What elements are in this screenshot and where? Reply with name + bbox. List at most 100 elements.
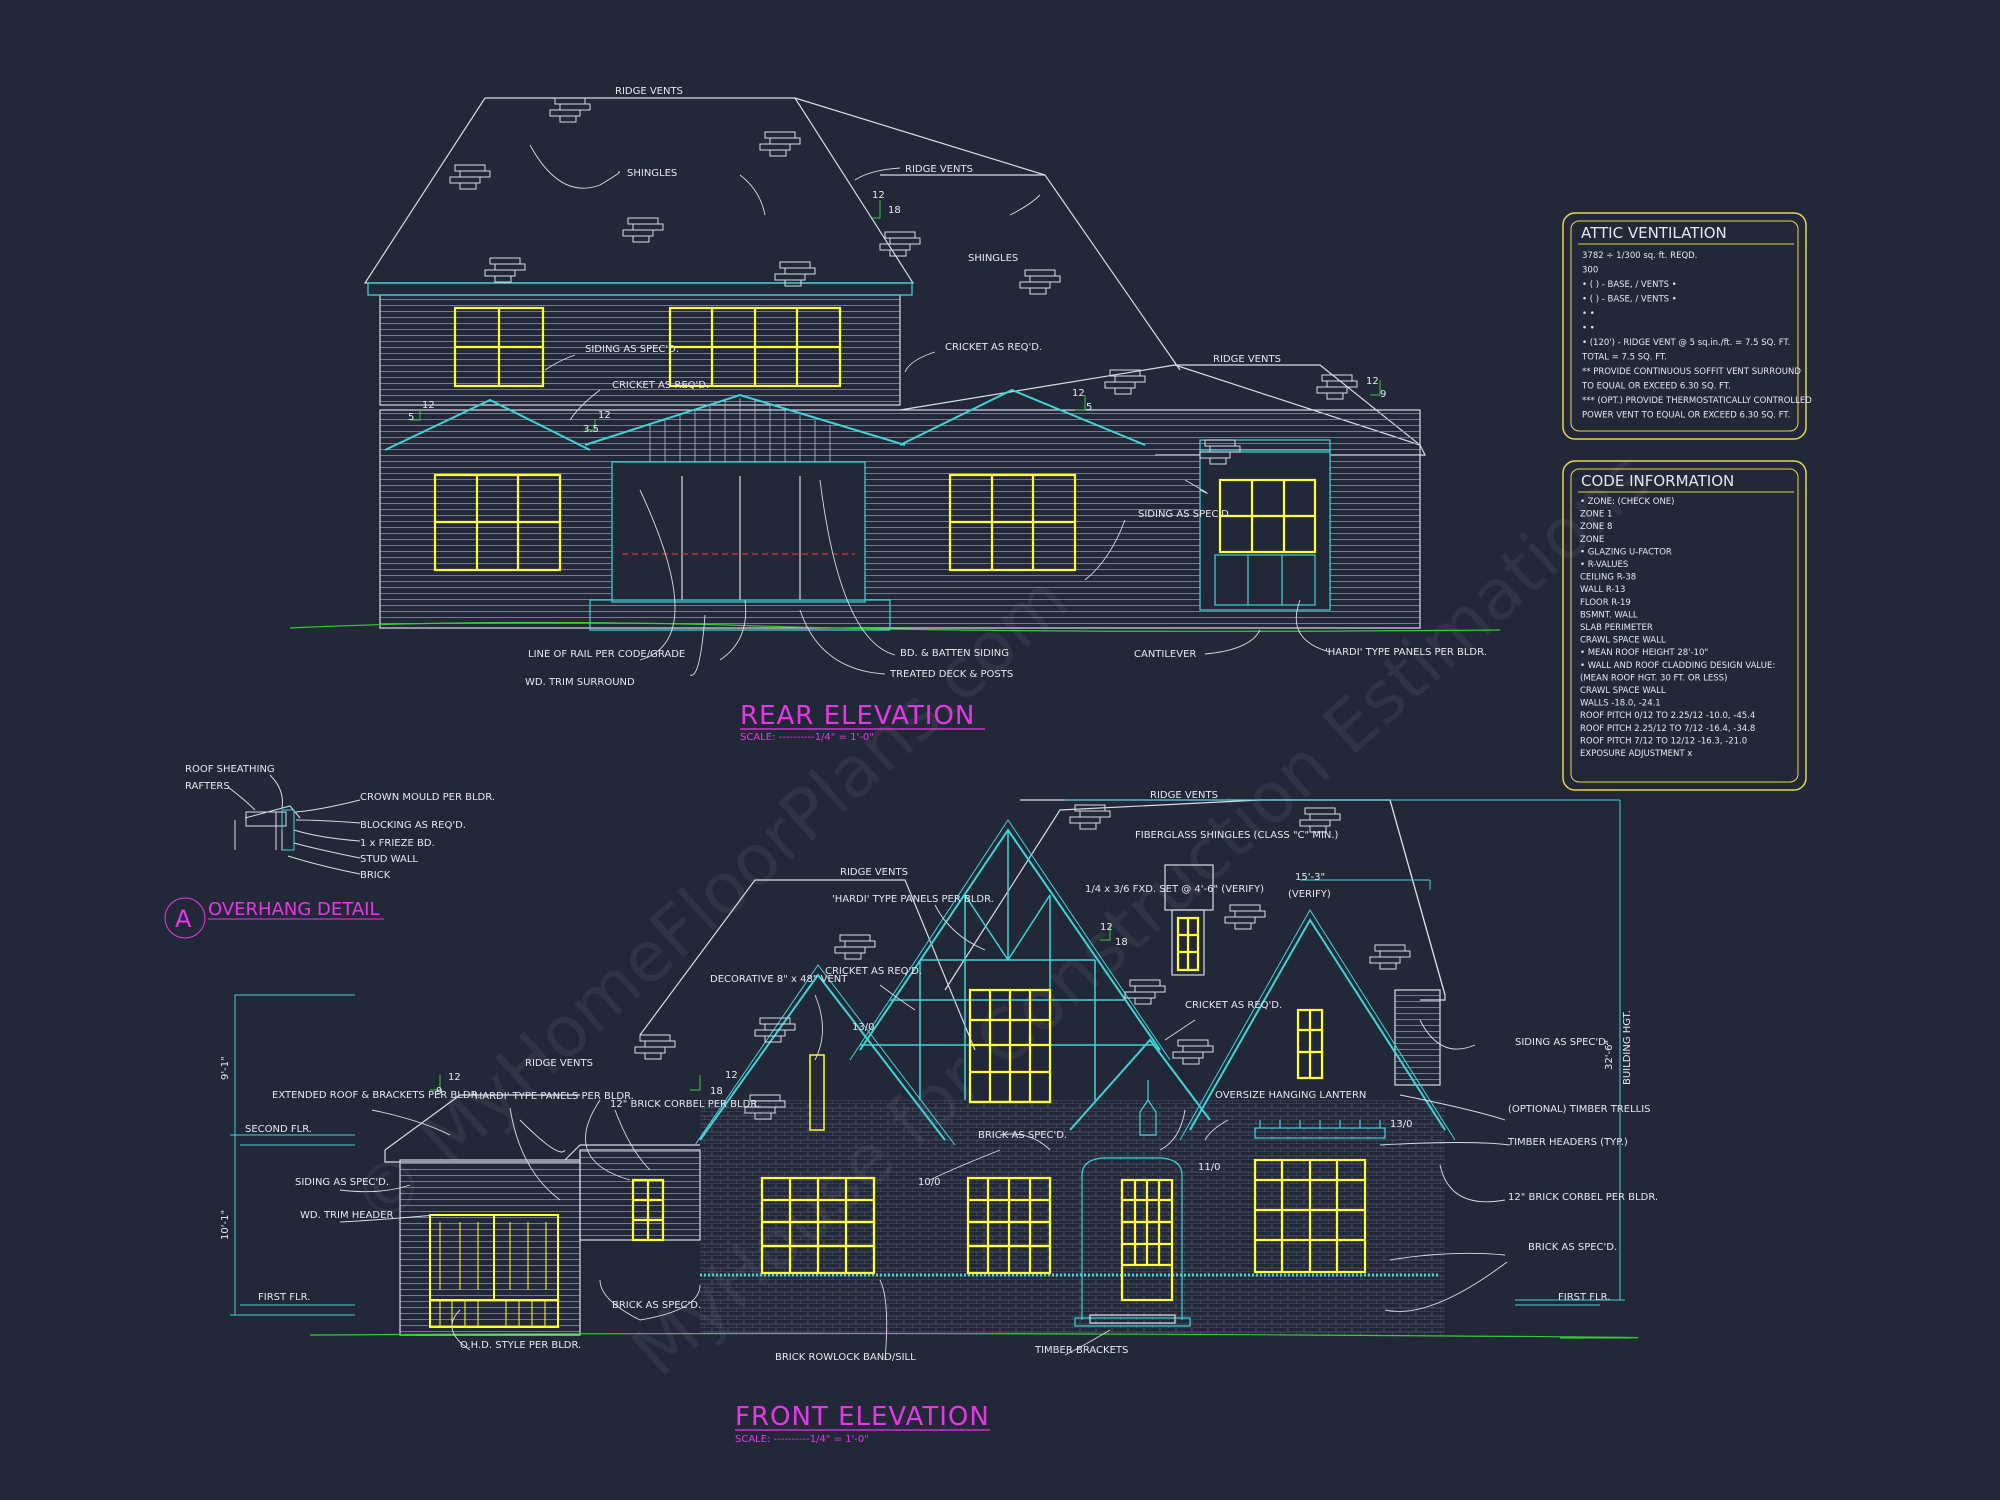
attic-ventilation-line: ** PROVIDE CONTINUOUS SOFFIT VENT SURROU… — [1582, 367, 1801, 377]
rear-pitch-7: 12 — [1072, 388, 1085, 399]
front-trellis: (OPTIONAL) TIMBER TRELLIS — [1508, 1104, 1651, 1115]
front-corbel-1: 12" BRICK CORBEL PER BLDR. — [610, 1099, 760, 1110]
front-fiberglass: FIBERGLASS SHINGLES (CLASS "C" MIN.) — [1135, 830, 1339, 841]
front-ridge-vents-1: RIDGE VENTS — [1150, 790, 1218, 801]
rear-pitch-5: 12 — [598, 410, 611, 421]
front-elevation-drawing — [230, 799, 1639, 1339]
rear-treated-deck: TREATED DECK & POSTS — [889, 669, 1013, 680]
overhang-detail-drawing — [164, 774, 361, 939]
attic-ventilation-line: 3782 ÷ 1/300 sq. ft. REQD. — [1582, 251, 1697, 261]
attic-ventilation-line: • • — [1582, 324, 1595, 334]
front-dim-upper: 9'-1" — [220, 1056, 231, 1080]
front-brick-2: BRICK AS SPEC'D. — [1528, 1242, 1617, 1253]
code-information-line: FLOOR R-19 — [1580, 598, 1631, 608]
overhang-label-rafters: RAFTERS — [185, 781, 230, 792]
code-information-line: • GLAZING U-FACTOR — [1580, 547, 1672, 557]
front-labels: RIDGE VENTS RIDGE VENTS RIDGE VENTS FIBE… — [220, 790, 1658, 1363]
attic-ventilation-lines: 3782 ÷ 1/300 sq. ft. REQD.300• ( ) - BAS… — [1581, 251, 1812, 421]
front-windows — [631, 916, 1367, 1302]
front-cricket-2: CRICKET AS REQ'D. — [1185, 1000, 1282, 1011]
rear-bd-batten: BD. & BATTEN SIDING — [900, 648, 1009, 659]
front-ratio-2: 13/0 — [852, 1022, 874, 1033]
attic-ventilation-line: TOTAL = 7.5 SQ. FT. — [1581, 353, 1667, 363]
code-information-line: WALL R-13 — [1580, 585, 1625, 595]
front-ratio-1: 10/0 — [918, 1177, 940, 1188]
rear-ridge-vents-3: RIDGE VENTS — [1213, 354, 1281, 365]
code-information-line: CRAWL SPACE WALL — [1580, 636, 1666, 646]
code-information-line: WALLS -18.0, -24.1 — [1580, 699, 1661, 709]
overhang-label-blocking: BLOCKING AS REQ'D. — [360, 820, 466, 831]
code-information-line: SLAB PERIMETER — [1580, 623, 1653, 633]
rear-pitch-tags — [410, 200, 1381, 431]
front-title-block: FRONT ELEVATION SCALE: ----------1/4" = … — [735, 1402, 990, 1445]
front-wd-trim: WD. TRIM HEADER — [300, 1210, 393, 1221]
attic-ventilation-line: • ( ) - BASE, / VENTS • — [1582, 295, 1677, 305]
front-ridge-vents-2: RIDGE VENTS — [840, 867, 908, 878]
rear-siding-1: SIDING AS SPEC'D. — [585, 344, 679, 355]
rear-elevation-title: REAR ELEVATION — [740, 701, 975, 731]
front-pitch-3: 12 — [725, 1070, 738, 1081]
front-pitch-tags — [430, 925, 1111, 1091]
front-first-flr-right: FIRST FLR. — [1558, 1292, 1610, 1303]
front-hardi-2: 'HARDI' TYPE PANELS PER BLDR. — [472, 1091, 634, 1102]
rear-elevation-scale: SCALE: ----------1/4" = 1'-0" — [740, 732, 874, 743]
rear-pitch-9: 12 — [1366, 376, 1379, 387]
code-information-line: ZONE 1 — [1580, 510, 1612, 520]
front-ridge-vents-3: RIDGE VENTS — [525, 1058, 593, 1069]
rear-pitch-6: 3.5 — [583, 424, 599, 435]
rear-leaders — [529, 144, 1331, 676]
front-cricket-1: CRICKET AS REQ'D. — [825, 966, 922, 977]
rear-pitch-8: 5 — [1086, 402, 1092, 413]
overhang-label-brick: BRICK — [360, 870, 391, 881]
rear-shingles-2: SHINGLES — [968, 253, 1018, 264]
code-information-line: • MEAN ROOF HEIGHT 28'-10" — [1580, 648, 1708, 658]
front-siding-2: SIDING AS SPEC'D. — [295, 1177, 389, 1188]
code-information-line: • WALL AND ROOF CLADDING DESIGN VALUE: — [1580, 661, 1775, 671]
attic-ventilation-box: ATTIC VENTILATION 3782 ÷ 1/300 sq. ft. R… — [1562, 212, 1812, 440]
overhang-detail-title: OVERHANG DETAIL — [208, 899, 380, 920]
code-information-line: • R-VALUES — [1580, 560, 1628, 570]
front-ratio-3: 11/0 — [1198, 1162, 1220, 1173]
rear-main-roof — [363, 97, 915, 284]
front-corbel-2: 12" BRICK CORBEL PER BLDR. — [1508, 1192, 1658, 1203]
front-building-hgt: BUILDING HGT. — [1622, 1010, 1633, 1085]
front-siding-1: SIDING AS SPEC'D. — [1515, 1037, 1609, 1048]
attic-ventilation-line: POWER VENT TO EQUAL OR EXCEED 6.30 SQ. F… — [1582, 411, 1790, 421]
code-information-line: ZONE 8 — [1580, 522, 1612, 532]
rear-pitch-10: 9 — [1380, 389, 1386, 400]
front-dim-verify: 15'-3" — [1295, 872, 1325, 883]
front-ohd: O.H.D. STYLE PER BLDR. — [460, 1340, 581, 1351]
rear-elevation-drawing — [289, 97, 1501, 632]
code-information-line: CEILING R-38 — [1580, 573, 1636, 583]
rear-pitch-labels: 12 18 12 5 12 3.5 12 5 12 9 — [408, 190, 1386, 435]
front-pitch-5: 12 — [1100, 922, 1113, 933]
rear-cricket-1: CRICKET AS REQ'D. — [612, 380, 709, 391]
code-information-lines: • ZONE: (CHECK ONE) ZONE 1 ZONE 8 ZONE• … — [1580, 497, 1775, 759]
attic-ventilation-line: *** (OPT.) PROVIDE THERMOSTATICALLY CONT… — [1582, 396, 1812, 406]
rear-pitch-4: 5 — [408, 412, 414, 423]
front-dim-lower: 10'-1" — [220, 1210, 231, 1240]
code-information-line: ZONE — [1580, 535, 1604, 545]
rear-title-block: REAR ELEVATION SCALE: ----------1/4" = 1… — [740, 701, 985, 743]
code-information-line: ROOF PITCH 0/12 TO 2.25/12 -10.0, -45.4 — [1580, 711, 1755, 721]
front-pitch-4: 18 — [710, 1086, 723, 1097]
front-first-flr-left: FIRST FLR. — [258, 1292, 310, 1303]
front-leaders — [339, 904, 1511, 1361]
rear-pitch-3: 12 — [422, 400, 435, 411]
front-brick-3: BRICK AS SPEC'D. — [612, 1300, 701, 1311]
overhang-label-roof-sheathing: ROOF SHEATHING — [185, 764, 275, 775]
attic-ventilation-line: TO EQUAL OR EXCEED 6.30 SQ. FT. — [1581, 382, 1731, 392]
front-pitch-6: 18 — [1115, 937, 1128, 948]
code-information-line: EXPOSURE ADJUSTMENT x — [1580, 749, 1692, 759]
rear-pitch-1: 12 — [872, 190, 885, 201]
front-hardi-1: 'HARDI' TYPE PANELS PER BLDR. — [832, 894, 994, 905]
rear-line-of-rail: LINE OF RAIL PER CODE/GRADE — [528, 649, 685, 660]
overhang-detail-tag: A — [175, 905, 192, 933]
attic-ventilation-line: • ( ) - BASE, / VENTS • — [1582, 280, 1677, 290]
front-dim-right: 32'-6" — [1604, 1040, 1615, 1070]
rear-labels: RIDGE VENTS RIDGE VENTS RIDGE VENTS SHIN… — [525, 86, 1487, 688]
attic-ventilation-line: • (120') - RIDGE VENT @ 5 sq.in./ft. = 7… — [1582, 338, 1790, 348]
rear-ridge-vents-1: RIDGE VENTS — [615, 86, 683, 97]
overhang-label-frieze: 1 x FRIEZE BD. — [360, 838, 435, 849]
